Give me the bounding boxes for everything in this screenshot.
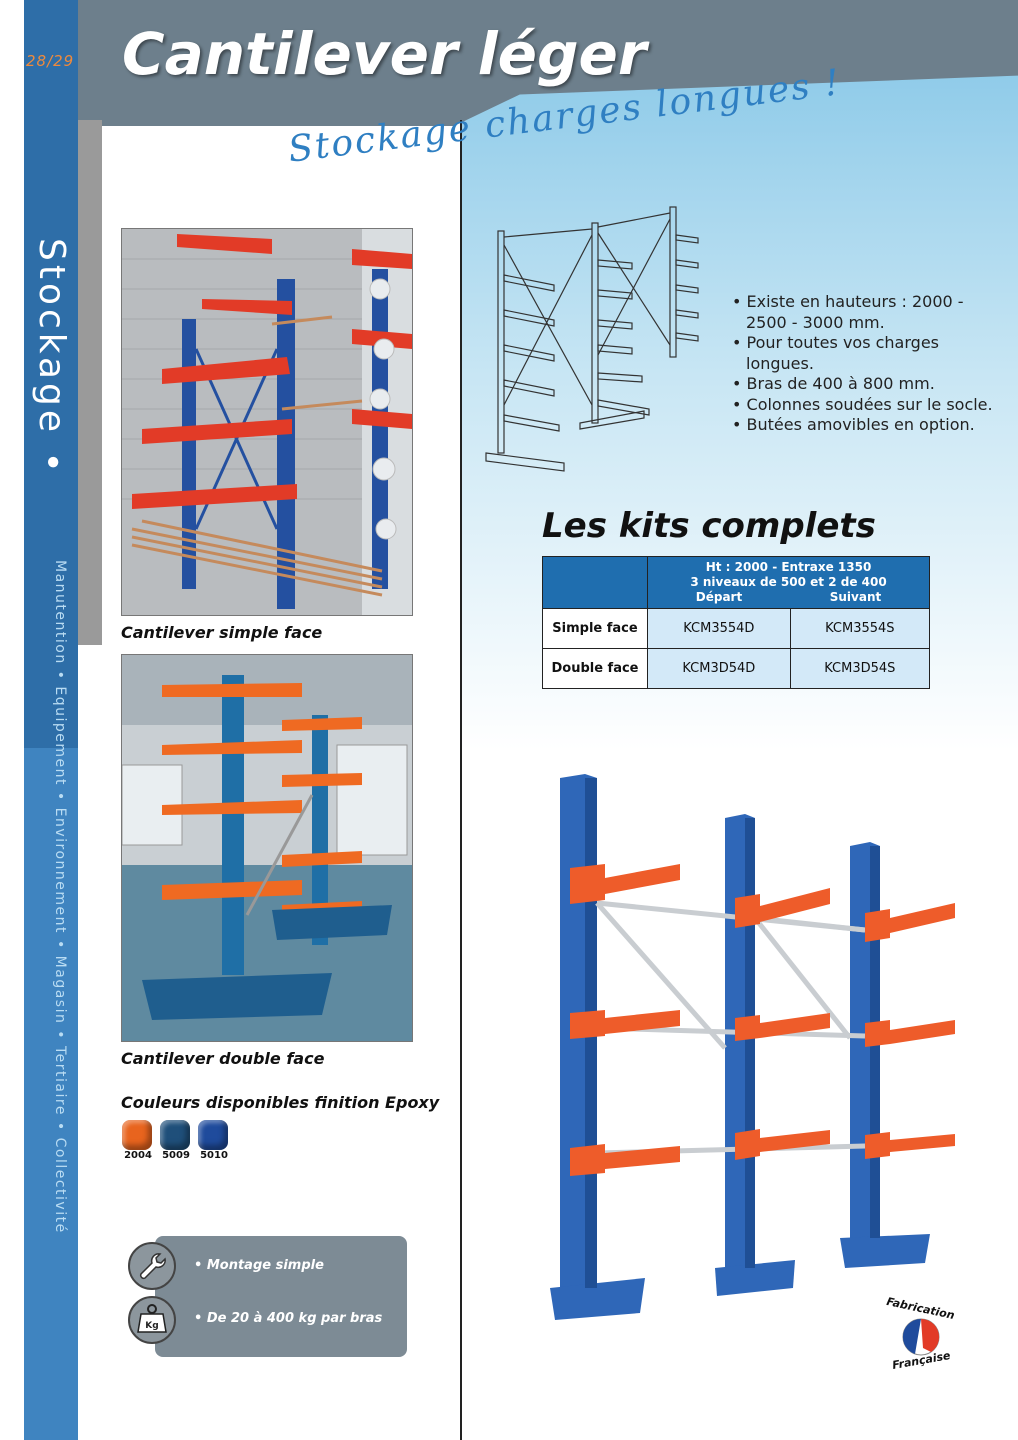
kits-header-line2: 3 niveaux de 500 et 2 de 400 [690,575,887,589]
color-swatch-orange [122,1120,152,1150]
table-row: Double face KCM3D54D KCM3D54S [542,648,931,689]
bullet-heights: • Existe en hauteurs : 2000 - 2500 - 300… [732,292,964,332]
colors-title: Couleurs disponibles finition Epoxy [121,1093,440,1112]
color-swatch-dark-blue [160,1120,190,1150]
kits-title: Les kits complets [542,506,876,546]
cell-depart: KCM3554D [647,608,791,649]
color-swatch-blue [198,1120,228,1150]
cantilever-render [545,768,985,1328]
section-label: Stockage • [31,238,72,477]
features-box [155,1236,407,1357]
swatch-code: 5010 [200,1150,228,1161]
category-list: Manutention • Equipement • Environnement… [52,560,68,1234]
swatch-5009: 5009 [156,1120,196,1161]
caption-simple-face: Cantilever simple face [121,623,323,642]
cell-suivant: KCM3D54S [789,648,931,689]
weight-icon-label: Kg [145,1321,158,1331]
kits-header-line1: Ht : 2000 - Entraxe 1350 [705,560,872,574]
swatch-code: 2004 [124,1150,152,1161]
bullet-columns: • Colonnes soudées sur le socle. [732,394,993,414]
swatch-2004: 2004 [118,1120,158,1161]
feature-bullets: • Existe en hauteurs : 2000 - 2500 - 300… [732,292,1002,436]
feature-assembly: • Montage simple [194,1258,324,1273]
row-label: Simple face [542,608,648,649]
photo-simple-face [121,228,413,616]
side-gray-tab [78,120,102,645]
col-depart: Départ [695,590,743,604]
feature-load: • De 20 à 400 kg par bras [194,1311,383,1326]
wrench-icon [128,1242,176,1290]
swatch-code: 5009 [162,1150,190,1161]
side-band-top [24,0,78,748]
kits-subheaders: Départ Suivant [652,590,925,605]
photo-double-face [121,654,413,1042]
rack-line-drawing [484,205,714,475]
bullet-arms: • Bras de 400 à 800 mm. [732,374,935,393]
table-row: Simple face KCM3554D KCM3554S [542,608,931,649]
swatch-5010: 5010 [194,1120,234,1161]
row-label: Double face [542,648,648,689]
caption-double-face: Cantilever double face [121,1049,325,1068]
cell-depart: KCM3D54D [647,648,791,689]
kits-header-row: Ht : 2000 - Entraxe 1350 3 niveaux de 50… [542,556,930,609]
kits-table: Ht : 2000 - Entraxe 1350 3 niveaux de 50… [542,556,931,689]
page-number: 28/29 [26,52,75,70]
column-divider [460,120,462,1440]
col-suivant: Suivant [829,590,882,604]
bullet-stops: • Butées amovibles en option. [732,415,975,434]
bullet-long-loads: • Pour toutes vos charges longues. [732,333,939,373]
cell-suivant: KCM3554S [789,608,931,649]
made-in-france-badge: Fabrication Française [880,1295,962,1374]
weight-icon: Kg [128,1296,176,1344]
page-title: Cantilever léger [122,20,647,88]
kits-corner [542,556,648,609]
kits-header: Ht : 2000 - Entraxe 1350 3 niveaux de 50… [647,556,930,609]
